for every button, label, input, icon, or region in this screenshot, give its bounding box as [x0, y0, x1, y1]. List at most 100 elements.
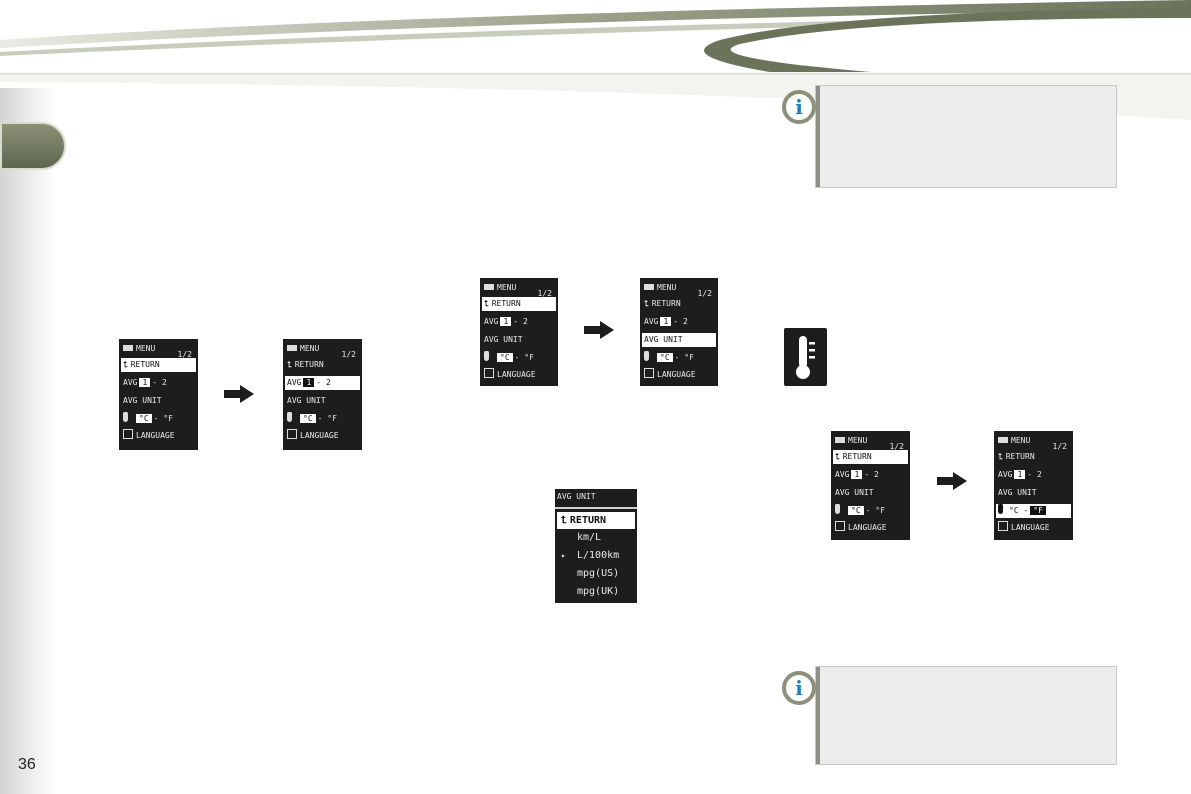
menu-icon	[123, 341, 133, 352]
language-icon	[998, 521, 1008, 531]
return-row: ⮤RETURN	[121, 358, 196, 372]
avg-label: AVG	[287, 378, 302, 387]
return-arrow-icon: ⮤	[561, 515, 567, 526]
language-icon	[123, 429, 133, 439]
unit-item-kml: km/L	[557, 529, 635, 546]
thermometer-symbol	[784, 328, 827, 386]
unit-item-l100km: ▸L/100km	[557, 547, 635, 564]
temp-f: °F	[524, 353, 534, 362]
right-arrow-icon	[224, 385, 254, 403]
unit-item-label: mpg(US)	[577, 568, 620, 579]
language-icon	[835, 521, 845, 531]
unit-item-mpg-us: mpg(US)	[557, 565, 635, 582]
avg-dash: -	[513, 317, 519, 326]
menu-icon	[484, 280, 494, 291]
menu-page: 1/2	[1052, 442, 1067, 451]
avg-option-1: 1	[139, 378, 151, 387]
temp-c: °C	[497, 353, 513, 362]
avg-unit-row: AVG UNIT	[482, 333, 556, 347]
avg-unit-row: AVG UNIT	[642, 333, 716, 347]
return-arrow-icon: ⮤	[287, 360, 292, 369]
menu-page: 1/2	[177, 350, 192, 359]
avg-unit-label: AVG UNIT	[644, 335, 683, 344]
temp-dash: -	[514, 353, 520, 362]
menu-title: MENU	[657, 283, 677, 292]
temp-row: °C -°F	[996, 504, 1071, 518]
thermometer-icon	[796, 336, 815, 379]
temp-f: °F	[875, 506, 885, 515]
avg-option-2: 2	[522, 317, 528, 326]
temp-f: °F	[163, 414, 173, 423]
avg-label: AVG	[484, 317, 499, 326]
info-box-bottom	[815, 666, 1117, 765]
thermometer-icon	[287, 412, 292, 422]
unit-separator	[555, 507, 637, 509]
language-row: LANGUAGE	[642, 368, 716, 382]
temp-row: °C- °F	[285, 412, 360, 426]
thermometer-icon	[835, 504, 840, 514]
page-number: 36	[18, 756, 36, 773]
temp-dash: -	[674, 353, 680, 362]
language-row: LANGUAGE	[996, 521, 1071, 535]
unit-item-label: RETURN	[569, 515, 607, 526]
menu-title: MENU	[1011, 436, 1031, 445]
temp-c: °C	[657, 353, 673, 362]
menu-title: MENU	[136, 344, 156, 353]
menu-title: MENU	[497, 283, 517, 292]
language-row: LANGUAGE	[121, 429, 196, 443]
return-arrow-icon: ⮤	[123, 360, 128, 369]
avg-option-2: 2	[1036, 470, 1042, 479]
menu-icon	[287, 341, 297, 352]
temp-f: °F	[1030, 506, 1046, 515]
avg-dash: -	[316, 378, 322, 387]
avg-unit-row: AVG UNIT	[121, 394, 196, 408]
return-label: RETURN	[1005, 452, 1035, 461]
return-arrow-icon: ⮤	[998, 452, 1003, 461]
temp-c: °C	[848, 506, 864, 515]
return-label: RETURN	[491, 299, 521, 308]
return-arrow-icon: ⮤	[484, 299, 489, 308]
menu-icon	[644, 280, 654, 291]
return-row: ⮤RETURN	[996, 450, 1071, 464]
language-label: LANGUAGE	[300, 431, 339, 440]
return-arrow-icon: ⮤	[835, 452, 840, 461]
temp-row: °C- °F	[642, 351, 716, 365]
language-row: LANGUAGE	[482, 368, 556, 382]
return-row: ⮤RETURN	[642, 297, 716, 311]
avg-label: AVG	[644, 317, 659, 326]
info-box-top	[815, 85, 1117, 188]
avg-unit-label: AVG UNIT	[484, 335, 523, 344]
right-arrow-icon	[584, 321, 614, 339]
unit-item-label: mpg(UK)	[577, 586, 620, 597]
language-label: LANGUAGE	[497, 370, 536, 379]
temp-dash: -	[317, 414, 323, 423]
temp-c: °C	[300, 414, 316, 423]
return-row: ⮤RETURN	[833, 450, 908, 464]
avg-option-1: 1	[303, 378, 315, 387]
return-label: RETURN	[651, 299, 681, 308]
avg-label: AVG	[998, 470, 1013, 479]
info-box-bar	[816, 86, 820, 187]
unit-item-label: L/100km	[577, 550, 620, 561]
avg-option-2: 2	[325, 378, 331, 387]
language-label: LANGUAGE	[848, 523, 887, 532]
language-label: LANGUAGE	[1011, 523, 1050, 532]
menu-title-row: MENU 1/2	[996, 433, 1071, 451]
menu-title-row: MENU 1/2	[121, 341, 196, 359]
temp-c: °C	[136, 414, 152, 423]
language-row: LANGUAGE	[285, 429, 360, 443]
unit-item-mpg-uk: mpg(UK)	[557, 583, 635, 600]
thermometer-icon	[123, 412, 128, 422]
thermometer-icon	[998, 504, 1003, 514]
temp-dash: -	[1023, 506, 1029, 515]
thermometer-icon	[484, 351, 489, 361]
avg-label: AVG	[835, 470, 850, 479]
